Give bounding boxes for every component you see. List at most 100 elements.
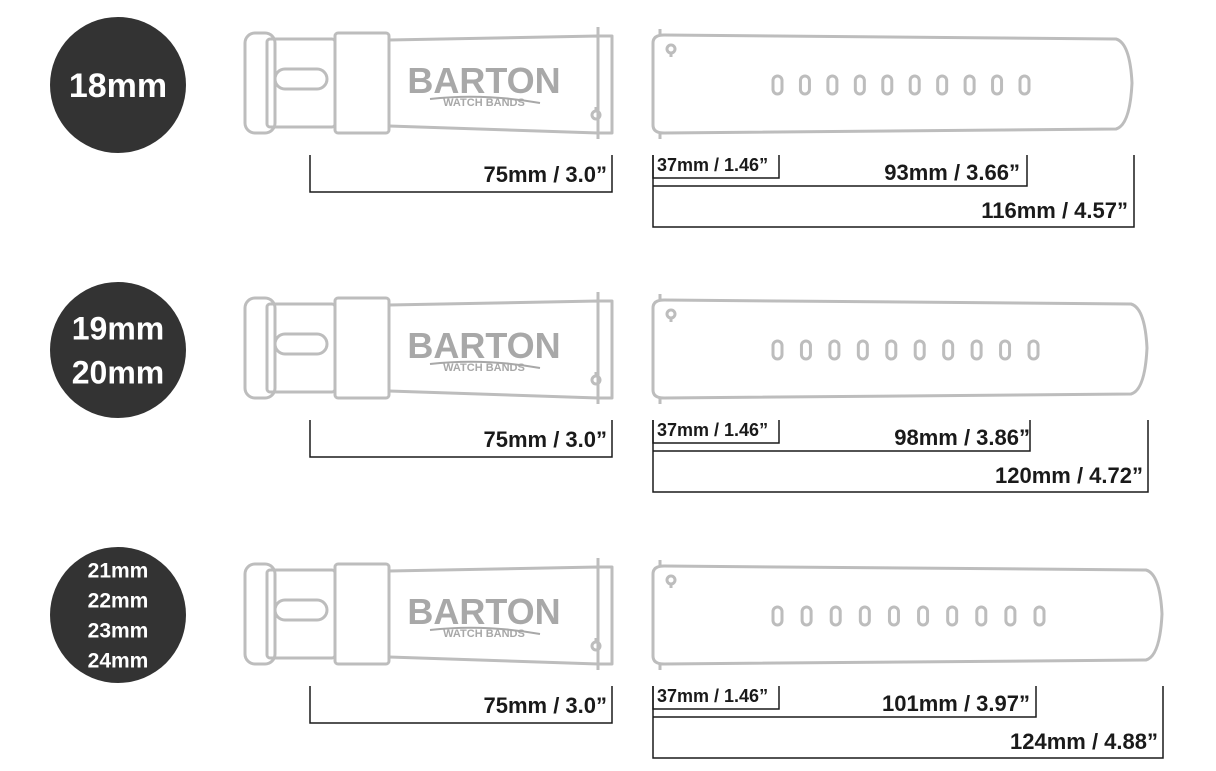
- total-strap-length: 120mm / 4.72”: [995, 463, 1143, 488]
- strap-hole: [885, 339, 898, 361]
- buckle-strap-length: 75mm / 3.0”: [483, 693, 607, 718]
- strap-hole: [771, 339, 784, 361]
- buckle-strap: [243, 27, 614, 139]
- buckle-strap-dimension: [309, 155, 613, 193]
- width-badge: [50, 17, 186, 153]
- total-length-dimension: [652, 155, 1135, 228]
- strap-hole: [799, 339, 812, 361]
- long-strap: [651, 560, 1164, 670]
- long-strap-body: [651, 294, 1149, 404]
- strap-hole: [1004, 605, 1017, 627]
- strap-hole: [887, 605, 900, 627]
- brand-logo-text: BARTON: [407, 591, 560, 632]
- spring-bar-hole: [665, 308, 677, 320]
- strap-hole: [828, 339, 841, 361]
- long-strap: [651, 29, 1134, 139]
- first-hole-length: 37mm / 1.46”: [657, 155, 768, 175]
- long-strap-body: [651, 560, 1164, 670]
- strap-hole: [946, 605, 959, 627]
- dimension-lines: [309, 155, 1135, 228]
- buckle-strap: [243, 558, 614, 670]
- long-strap-body: [651, 29, 1134, 139]
- strap-hole: [942, 339, 955, 361]
- strap-hole: [798, 74, 811, 96]
- strap-hole: [1027, 339, 1040, 361]
- buckle-strap-body: [388, 34, 600, 135]
- strap-hole: [917, 605, 930, 627]
- last-hole-dimension: [653, 155, 1028, 187]
- strap-hole: [913, 339, 926, 361]
- logo-swoosh: [429, 95, 541, 104]
- brand-logo-text: BARTON: [407, 60, 560, 101]
- buckle-strap-dimension: [309, 686, 613, 724]
- brand-logo-subtext: WATCH BANDS: [443, 628, 525, 640]
- spring-bar-hole: [590, 640, 602, 652]
- strap-hole: [1018, 74, 1031, 96]
- buckle-tongue: [273, 332, 329, 356]
- brand-logo-subtext: WATCH BANDS: [443, 362, 525, 374]
- strap-hole: [771, 605, 784, 627]
- first-hole-length: 37mm / 1.46”: [657, 420, 768, 440]
- strap-hole: [991, 74, 1004, 96]
- spring-bar-hole: [665, 574, 677, 586]
- buckle-frame: [243, 31, 277, 135]
- total-strap-length: 116mm / 4.57”: [981, 198, 1128, 223]
- buckle-strap-end: [596, 558, 614, 670]
- strap-hole: [858, 605, 871, 627]
- width-label: 24mm: [88, 650, 149, 673]
- spring-bar-hole: [590, 374, 602, 386]
- total-length-dimension: [652, 420, 1149, 493]
- width-label: 18mm: [69, 67, 167, 105]
- dimension-lines: [309, 420, 1149, 493]
- strap-hole: [881, 74, 894, 96]
- strap-hole: [1033, 605, 1046, 627]
- last-hole-length: 93mm / 3.66”: [884, 160, 1020, 185]
- total-length-dimension: [652, 686, 1164, 759]
- buckle-frame: [243, 296, 277, 400]
- strap-hole: [826, 74, 839, 96]
- brand-logo-text: BARTON: [407, 325, 560, 366]
- logo-swoosh: [429, 360, 541, 369]
- logo-swoosh: [429, 626, 541, 635]
- last-hole-dimension: [653, 420, 1031, 452]
- width-label: 23mm: [88, 620, 149, 643]
- last-hole-length: 101mm / 3.97”: [882, 691, 1030, 716]
- strap-hole: [800, 605, 813, 627]
- buckle-strap-length: 75mm / 3.0”: [483, 427, 607, 452]
- width-label: 19mm: [72, 311, 165, 347]
- width-label: 20mm: [72, 355, 165, 391]
- total-strap-length: 124mm / 4.88”: [1010, 729, 1158, 754]
- strap-hole: [908, 74, 921, 96]
- strap-hole: [936, 74, 949, 96]
- buckle-strap-body: [388, 299, 600, 400]
- buckle-strap-dimension: [309, 420, 613, 458]
- strap-hole: [999, 339, 1012, 361]
- buckle-strap-length: 75mm / 3.0”: [483, 162, 607, 187]
- buckle-frame: [243, 562, 277, 666]
- long-strap: [651, 294, 1149, 404]
- last-hole-length: 98mm / 3.86”: [894, 425, 1030, 450]
- spring-bar-hole: [665, 43, 677, 55]
- strap-keeper: [333, 562, 391, 666]
- strap-hole: [771, 74, 784, 96]
- brand-logo-subtext: WATCH BANDS: [443, 97, 525, 109]
- buckle-strap-end: [596, 292, 614, 404]
- strap-hole: [829, 605, 842, 627]
- buckle-strap-body: [388, 565, 600, 666]
- buckle-tongue: [273, 67, 329, 91]
- first-hole-length: 37mm / 1.46”: [657, 686, 768, 706]
- width-label: 21mm: [88, 560, 149, 583]
- dimension-lines: [309, 686, 1164, 759]
- strap-hole: [970, 339, 983, 361]
- strap-hole: [853, 74, 866, 96]
- strap-hole: [963, 74, 976, 96]
- buckle-strap-end: [596, 27, 614, 139]
- spring-bar-hole: [590, 109, 602, 121]
- last-hole-dimension: [653, 686, 1037, 718]
- strap-hole: [856, 339, 869, 361]
- buckle-tongue: [273, 598, 329, 622]
